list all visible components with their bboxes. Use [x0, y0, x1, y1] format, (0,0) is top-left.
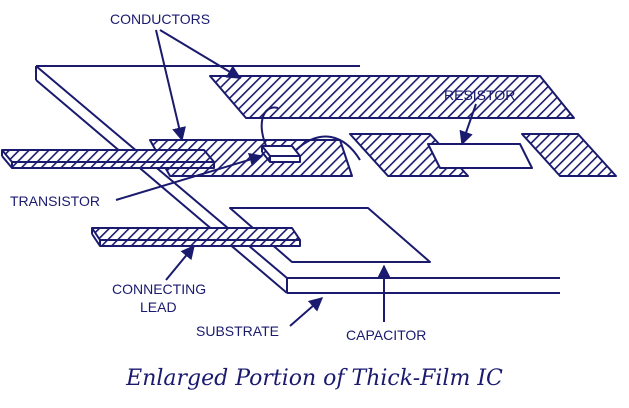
connecting-lead [91, 227, 301, 247]
connecting-lead-arrow [165, 244, 195, 281]
label-lead: LEAD [140, 299, 177, 315]
label-substrate: SUBSTRATE [196, 323, 279, 339]
resistor-right-terminal [521, 133, 617, 177]
substrate-arrow [289, 297, 324, 327]
label-capacitor: CAPACITOR [346, 327, 426, 343]
transistor-arrow [115, 152, 264, 201]
conductors-arrow-1 [159, 29, 242, 79]
left-lead-strip [1, 149, 215, 169]
label-transistor: TRANSISTOR [10, 193, 100, 209]
label-connecting: CONNECTING [112, 281, 206, 297]
figure-caption: Enlarged Portion of Thick-Film IC [126, 366, 503, 391]
bond-wire [295, 135, 361, 161]
top-conductor [209, 75, 575, 119]
resistor-body [427, 143, 533, 169]
label-resistor: RESISTOR [444, 87, 515, 103]
resistor-arrow [459, 103, 477, 146]
label-conductors: CONDUCTORS [110, 11, 210, 27]
bond-wire-top [260, 106, 279, 151]
conductors-arrow-2 [155, 29, 186, 142]
transistor-chip [261, 145, 301, 163]
